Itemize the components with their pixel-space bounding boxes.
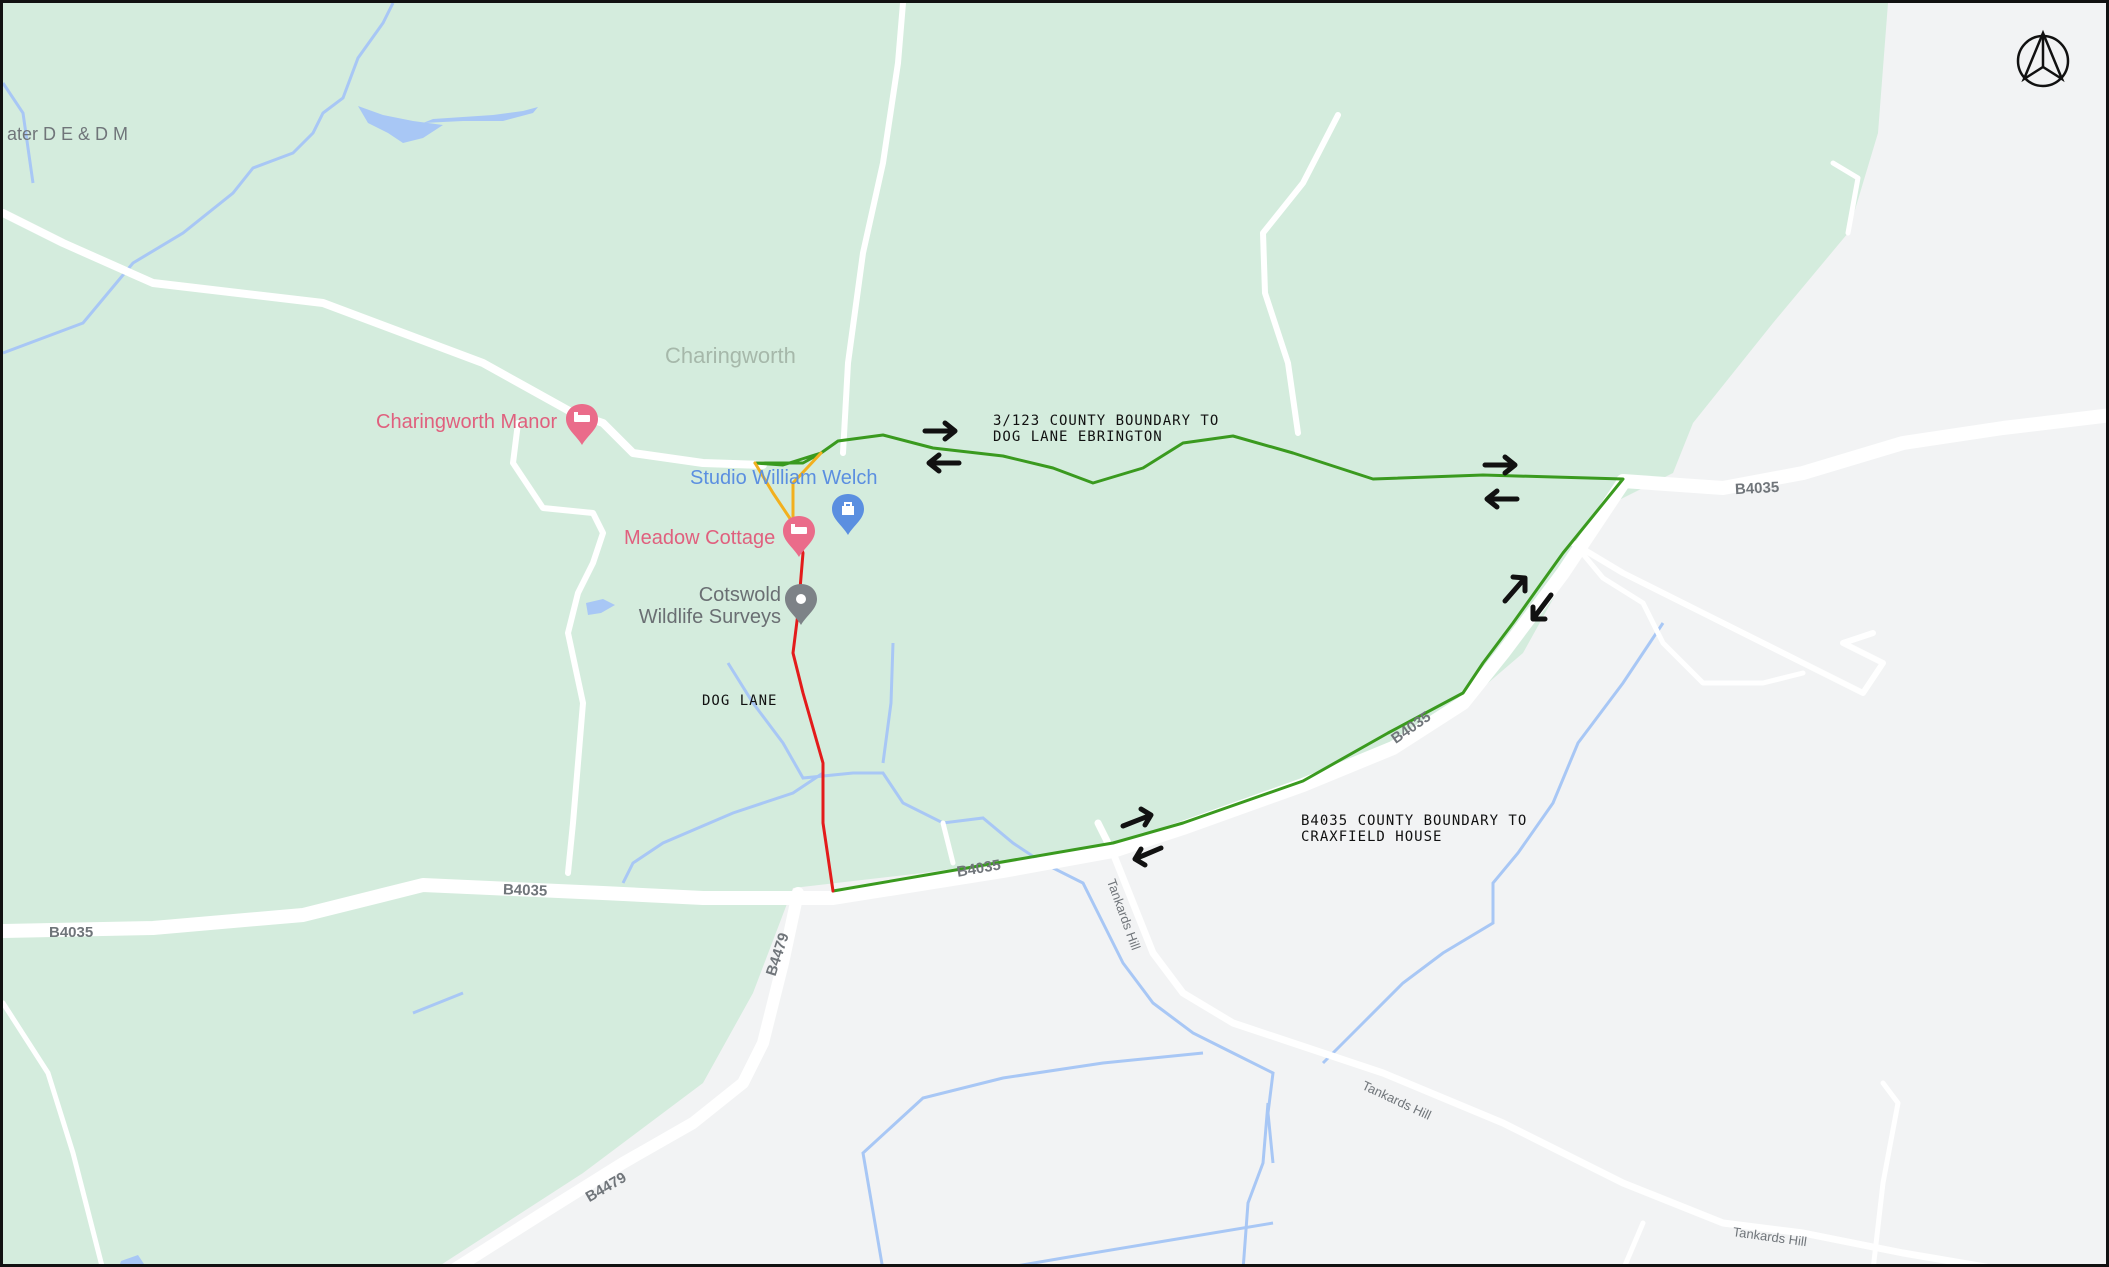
- road-label-b4035-west-a: B4035: [49, 924, 94, 941]
- hotel-pin-icon[interactable]: [566, 404, 598, 445]
- road-label-b4035-west-b: B4035: [502, 881, 548, 900]
- map-canvas[interactable]: [3, 3, 2109, 1267]
- poi-label-charingworth-manor[interactable]: Charingworth Manor: [376, 411, 558, 433]
- b4035-road: [3, 476, 1630, 938]
- minor-road-east-a: [1570, 540, 1886, 696]
- b4479-road: [451, 887, 804, 1264]
- route-red: [791, 521, 835, 893]
- poi-label-line: Cotswold: [698, 584, 781, 606]
- annotation-dog-lane: DOG LANE: [702, 693, 778, 709]
- minor-road-loop: [510, 420, 606, 876]
- annotation-line: CRAXFIELD HOUSE: [1301, 829, 1443, 846]
- minor-road-north: [1260, 112, 1341, 436]
- b4035-east-road: [1616, 408, 2106, 495]
- minor-road-charingworth: [840, 3, 906, 456]
- shopping-bag-pin-icon[interactable]: [832, 494, 864, 535]
- annotation-line: B4035 COUNTY BOUNDARY TO: [1301, 813, 1528, 829]
- road-label-b4035-east: B4035: [1734, 478, 1780, 499]
- north-arrow-icon: [2016, 29, 2070, 88]
- annotation-line: 3/123 COUNTY BOUNDARY TO: [993, 413, 1220, 429]
- minor-road-east-c: [1871, 1080, 1901, 1264]
- location-pin-icon[interactable]: [785, 584, 817, 625]
- annotation-route-north: 3/123 COUNTY BOUNDARY TO DOG LANE EBRING…: [993, 413, 1219, 445]
- minor-road-west: [3, 209, 767, 469]
- place-label-cut: ater D E & D M: [7, 124, 129, 144]
- roads: [3, 3, 2106, 1264]
- green-area: [3, 3, 1888, 1264]
- minor-road-east-b: [1575, 545, 1806, 686]
- annotation-route-south: B4035 COUNTY BOUNDARY TO CRAXFIELD HOUSE: [1301, 813, 1527, 845]
- minor-road-tankards: [1622, 1220, 1646, 1264]
- water-features: [3, 3, 1665, 1264]
- annotation-line: DOG LANE EBRINGTON: [993, 429, 1163, 446]
- tankards-hill-road: [1094, 819, 1989, 1264]
- minor-road-link: [940, 820, 956, 866]
- route-orange: [753, 451, 823, 525]
- direction-arrow-icon: [922, 420, 1554, 868]
- route-green: [753, 433, 1625, 893]
- place-label-charingworth: Charingworth: [665, 343, 796, 368]
- poi-label-studio-william-welch[interactable]: Studio William Welch: [690, 467, 878, 489]
- routes: [753, 433, 1625, 893]
- poi-label-line: Wildlife Surveys: [638, 606, 781, 628]
- minor-road-west-diag: [3, 1000, 105, 1264]
- hotel-pin-icon[interactable]: [783, 516, 815, 557]
- minor-road-east-d: [1830, 160, 1861, 236]
- poi-label-meadow-cottage[interactable]: Meadow Cottage: [624, 527, 776, 549]
- poi-label-cotswold-wildlife[interactable]: Cotswold Wildlife Surveys: [633, 584, 781, 628]
- lakes: [120, 106, 615, 1264]
